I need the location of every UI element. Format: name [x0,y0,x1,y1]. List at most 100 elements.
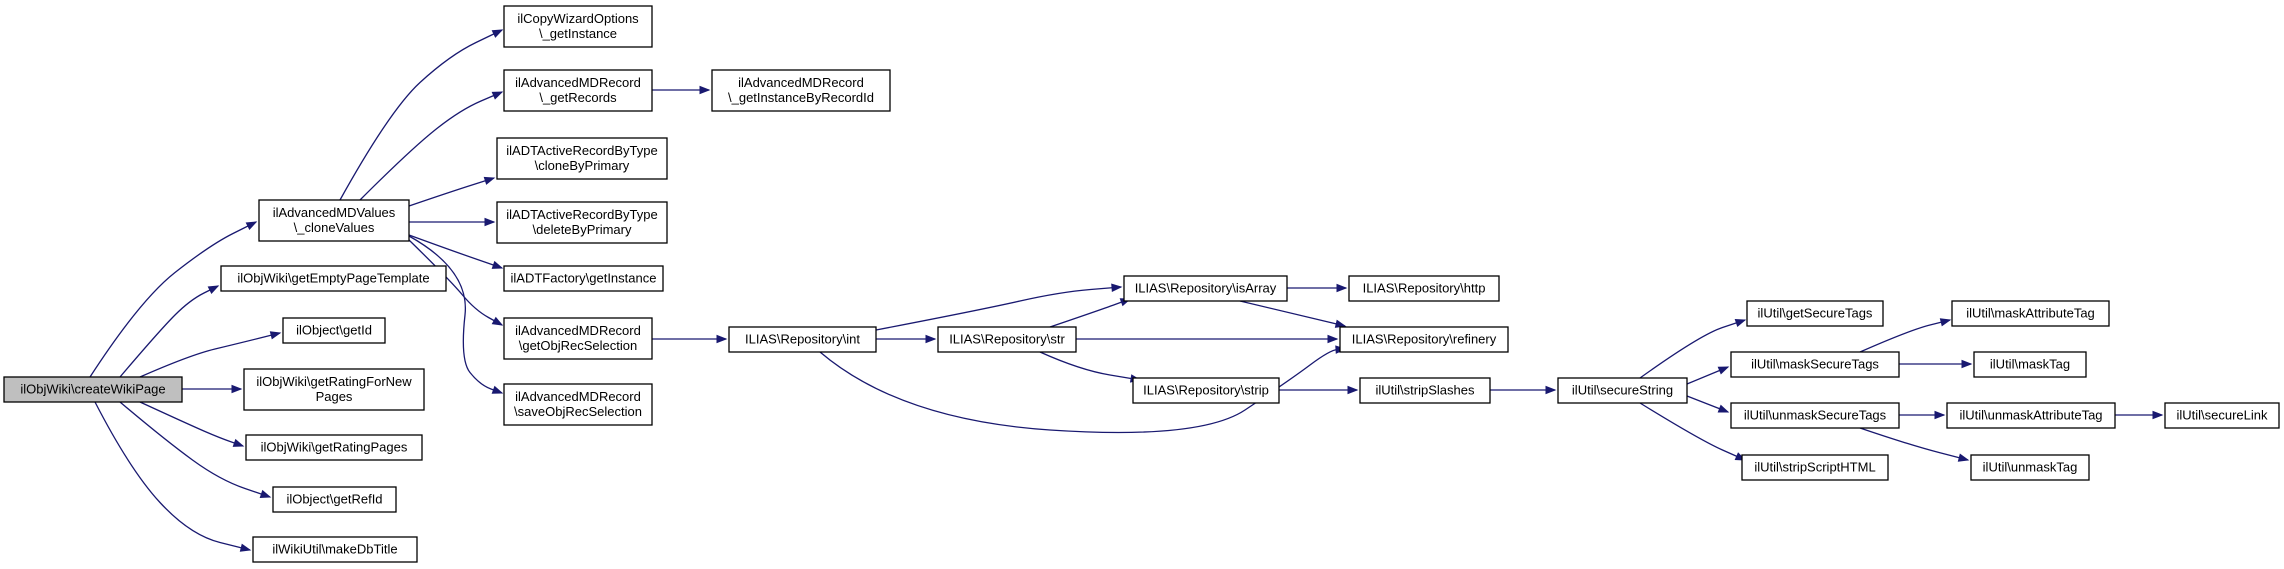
node-stripscripthtml[interactable]: ilUtil\stripScriptHTML [1741,454,1889,481]
edge-line [89,221,257,378]
node-box[interactable] [258,199,410,242]
arrow-head-icon [1961,359,1973,369]
node-label: \_getInstance [539,26,617,41]
edge-root-to-getrefid [119,401,272,498]
node-getobjrecsel[interactable]: ilAdvancedMDRecord\getObjRecSelection [503,317,653,360]
node-box[interactable] [1946,402,2116,429]
node-clonebyprimary[interactable]: ilADTActiveRecordByType\cloneByPrimary [496,137,668,180]
node-unmasktag[interactable]: ilUtil\unmaskTag [1970,454,2090,481]
node-label: ILIAS\Repository\refinery [1352,332,1497,347]
node-label: ilUtil\unmaskTag [1983,460,2078,475]
node-root[interactable]: ilObjWiki\createWikiPage [3,376,183,403]
node-getrecords[interactable]: ilAdvancedMDRecord\_getRecords [503,69,653,112]
arrow-head-icon [491,29,504,38]
node-getsecuretags[interactable]: ilUtil\getSecureTags [1746,300,1884,327]
node-box[interactable] [1359,377,1491,404]
edge-root-to-getemptypage [119,285,220,378]
node-box[interactable] [1557,377,1688,404]
node-repostrip[interactable]: ILIAS\Repository\strip [1132,377,1280,404]
node-securelink[interactable]: ilUtil\secureLink [2164,402,2280,429]
node-box[interactable] [252,536,418,563]
node-label: ilUtil\secureString [1572,383,1673,398]
node-box[interactable] [1741,454,1889,481]
node-box[interactable] [1973,351,2087,378]
node-box[interactable] [1730,402,1900,429]
node-repoisarray[interactable]: ILIAS\Repository\isArray [1123,275,1288,302]
node-masktag[interactable]: ilUtil\maskTag [1973,351,2087,378]
arrow-head-icon [491,385,504,394]
node-box[interactable] [1730,351,1900,378]
node-box[interactable] [272,486,397,513]
node-box[interactable] [245,434,423,461]
arrow-head-icon [239,543,252,552]
node-getrefid[interactable]: ilObject\getRefId [272,486,397,513]
node-repoint[interactable]: ILIAS\Repository\int [728,326,877,353]
node-label: ilUtil\maskAttributeTag [1966,306,2095,321]
node-ratingpages[interactable]: ilObjWiki\getRatingPages [245,434,423,461]
node-box[interactable] [1132,377,1280,404]
node-box[interactable] [503,5,653,48]
arrow-head-icon [491,316,504,326]
node-box[interactable] [220,265,447,292]
arrow-head-icon [1939,318,1952,327]
node-saveobjrecsel[interactable]: ilAdvancedMDRecord\saveObjRecSelection [503,383,653,426]
node-repohttp[interactable]: ILIAS\Repository\http [1348,275,1500,302]
node-label: ilUtil\stripScriptHTML [1754,460,1875,475]
node-box[interactable] [503,69,653,112]
node-reporefinery[interactable]: ILIAS\Repository\refinery [1339,326,1509,353]
node-box[interactable] [503,383,653,426]
node-adtfactory[interactable]: ilADTFactory\getInstance [503,265,664,292]
node-label: \getObjRecSelection [519,338,638,353]
node-deletebyprimary[interactable]: ilADTActiveRecordByType\deleteByPrimary [496,201,668,244]
node-label: \cloneByPrimary [535,158,630,173]
node-getemptypage[interactable]: ilObjWiki\getEmptyPageTemplate [220,265,447,292]
edge-line [139,332,281,378]
node-makedbtitle[interactable]: ilWikiUtil\makeDbTitle [252,536,418,563]
node-box[interactable] [496,137,668,180]
edge-line [1859,427,1969,461]
node-box[interactable] [1348,275,1500,302]
edge-advvalues-to-getobjrecsel [408,239,504,326]
edge-advvalues-to-adtfactory [408,234,504,269]
node-box[interactable] [1970,454,2090,481]
edge-root-to-getid [139,331,282,378]
node-copywizard[interactable]: ilCopyWizardOptions\_getInstance [503,5,653,48]
node-box[interactable] [496,201,668,244]
node-box[interactable] [1746,300,1884,327]
node-getid[interactable]: ilObject\getId [282,317,386,344]
arrow-head-icon [259,489,272,498]
node-securestring[interactable]: ilUtil\secureString [1557,377,1688,404]
node-box[interactable] [243,368,425,411]
node-box[interactable] [503,265,664,292]
node-box[interactable] [937,326,1077,353]
node-box[interactable] [1951,300,2110,327]
edge-advvalues-to-getrecords [359,91,504,201]
node-label: ilObject\getId [296,323,372,338]
node-box[interactable] [1339,326,1509,353]
node-stripslashes[interactable]: ilUtil\stripSlashes [1359,377,1491,404]
node-box[interactable] [1123,275,1288,302]
node-box[interactable] [728,326,877,353]
node-label: ilObjWiki\getRatingPages [261,440,408,455]
arrow-head-icon [269,331,282,340]
node-label: ilUtil\stripSlashes [1376,383,1475,398]
node-box[interactable] [711,69,891,112]
node-box[interactable] [503,317,653,360]
node-box[interactable] [3,376,183,403]
node-box[interactable] [282,317,386,344]
node-advvalues[interactable]: ilAdvancedMDValues\_cloneValues [258,199,410,242]
edge-securestring-to-stripscripthtml [1639,402,1747,461]
node-label: ILIAS\Repository\http [1363,281,1486,296]
node-label: ilObjWiki\getRatingForNew [256,374,412,389]
node-repostr[interactable]: ILIAS\Repository\str [937,326,1077,353]
arrow-head-icon [483,176,496,185]
node-box[interactable] [2164,402,2280,429]
node-masksecuretags[interactable]: ilUtil\maskSecureTags [1730,351,1900,378]
node-getinstbyrec[interactable]: ilAdvancedMDRecord\_getInstanceByRecordI… [711,69,891,112]
node-unmaskattrtag[interactable]: ilUtil\unmaskAttributeTag [1946,402,2116,429]
arrow-head-icon [491,260,504,269]
node-maskattrtag[interactable]: ilUtil\maskAttributeTag [1951,300,2110,327]
node-unmasksecuretags[interactable]: ilUtil\unmaskSecureTags [1730,402,1900,429]
edge-root-to-ratingnew [182,384,243,394]
